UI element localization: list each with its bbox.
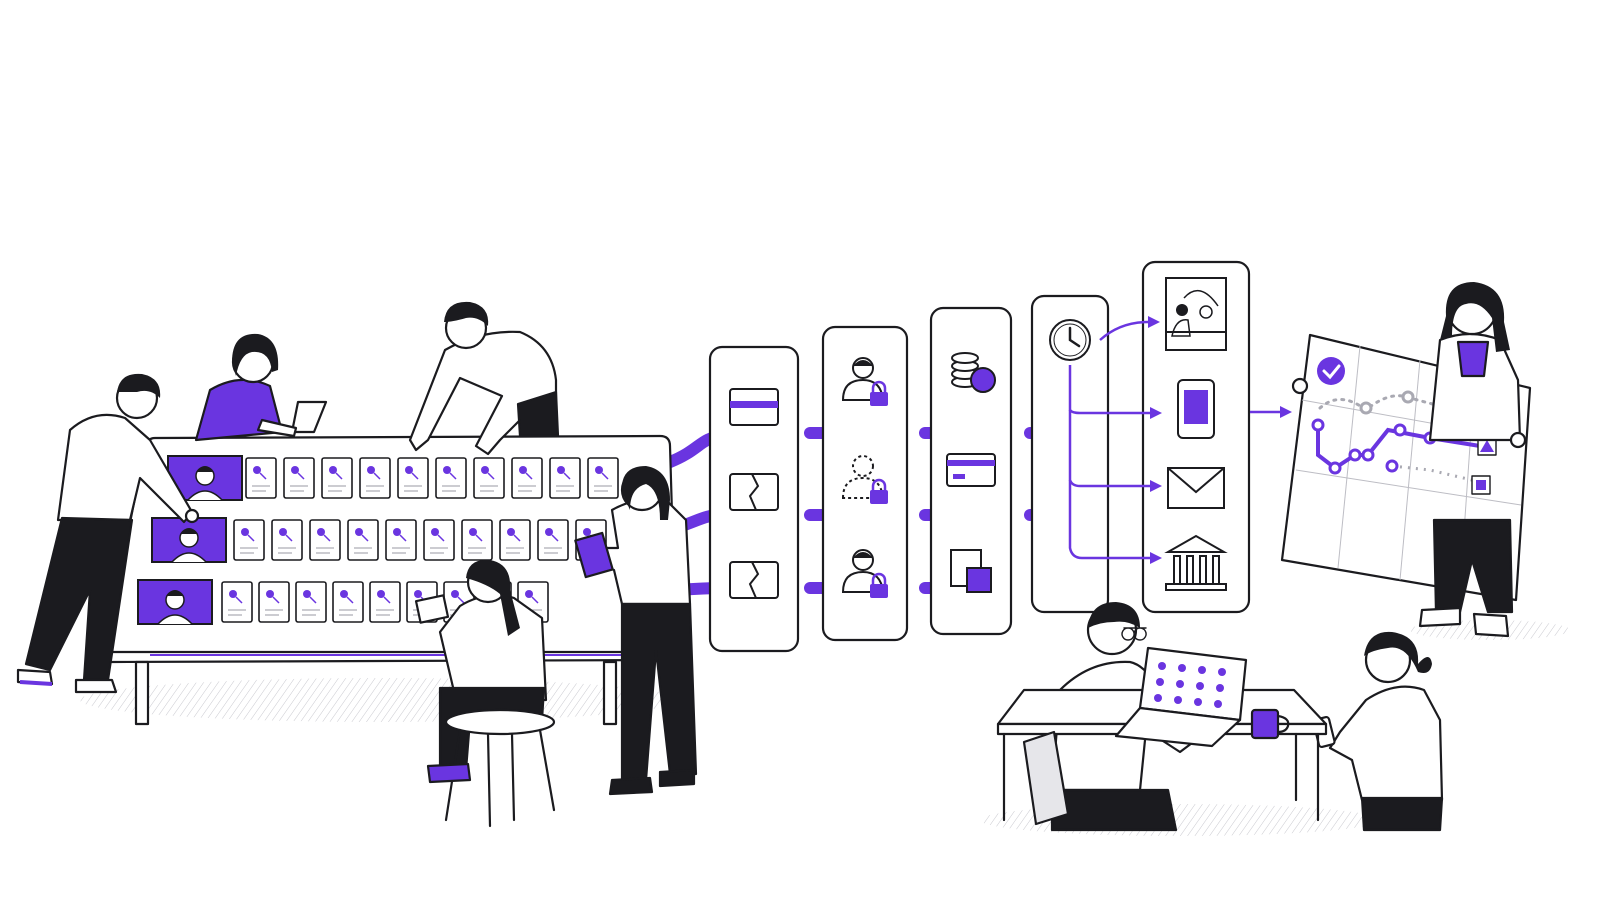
document-card [587, 457, 619, 499]
id-card-icon [729, 388, 779, 426]
laptop-grid-dot [1216, 684, 1224, 692]
document-card [397, 457, 429, 499]
person-man-left [16, 373, 200, 694]
document-card [258, 581, 290, 623]
person-avatar-man-glasses [137, 579, 213, 625]
work-desk [996, 646, 1328, 826]
laptop [1114, 646, 1248, 748]
person-man-center [408, 301, 560, 456]
laptop-grid-dot [1214, 700, 1222, 708]
document-card [271, 519, 303, 561]
person-lock-icon [841, 357, 888, 406]
broken-card-icon [729, 561, 779, 599]
triangle-marker-icon [1477, 436, 1497, 456]
smartphone-icon [1177, 379, 1215, 439]
laptop-grid-dot [1154, 694, 1162, 702]
coffee-mug-icon [1250, 708, 1290, 740]
channels-panel [1141, 260, 1251, 614]
payment-panel [929, 306, 1013, 636]
laptop-grid-dot [1218, 668, 1226, 676]
square-marker-icon [1471, 475, 1491, 495]
person-woman-map [1291, 282, 1527, 638]
laptop-grid-dot [1198, 666, 1206, 674]
laptop-grid-dot [1156, 678, 1164, 686]
checkmark-badge-icon [1317, 357, 1345, 385]
coin-stack-icon [951, 352, 996, 393]
person-woman-seated [414, 559, 556, 828]
document-card [499, 519, 531, 561]
service-desk-icon [1165, 277, 1227, 351]
locked-profile-panel [821, 325, 909, 642]
document-card [369, 581, 401, 623]
document-card [435, 457, 467, 499]
laptop-grid-dot [1178, 664, 1186, 672]
document-square-icon [950, 549, 992, 593]
document-card [309, 519, 341, 561]
dashed-person-lock-icon [841, 455, 888, 504]
document-card [221, 581, 253, 623]
person-woman-phone [1312, 631, 1444, 832]
identity-check-panel [708, 345, 800, 653]
broken-card-icon [729, 473, 779, 511]
laptop-grid-dot [1176, 680, 1184, 688]
laptop-grid-dot [1158, 662, 1166, 670]
credit-card-icon [946, 453, 996, 487]
document-card [321, 457, 353, 499]
document-card [549, 457, 581, 499]
document-card [332, 581, 364, 623]
person-lock-icon [841, 549, 888, 598]
laptop-grid-dot [1174, 696, 1182, 704]
document-card [295, 581, 327, 623]
person-woman-purple [194, 333, 328, 442]
board-rows [137, 455, 619, 625]
document-card [283, 457, 315, 499]
bank-icon [1164, 534, 1228, 591]
clock-icon [1049, 319, 1091, 361]
clock-branch-arrows [1068, 316, 1292, 564]
envelope-icon [1167, 467, 1225, 509]
document-card [347, 519, 379, 561]
process-panels [708, 260, 1251, 653]
document-card [245, 457, 277, 499]
person-woman-standing [574, 466, 698, 796]
laptop-screen-grid [1154, 662, 1226, 708]
document-card [537, 519, 569, 561]
document-card [473, 457, 505, 499]
document-card [511, 457, 543, 499]
board-row [167, 455, 619, 501]
laptop-grid-dot [1194, 698, 1202, 706]
document-card [385, 519, 417, 561]
document-card [359, 457, 391, 499]
document-card [461, 519, 493, 561]
document-card [233, 519, 265, 561]
person-avatar-woman [151, 517, 227, 563]
laptop-grid-dot [1196, 682, 1204, 690]
document-card [423, 519, 455, 561]
case-board [102, 434, 678, 726]
